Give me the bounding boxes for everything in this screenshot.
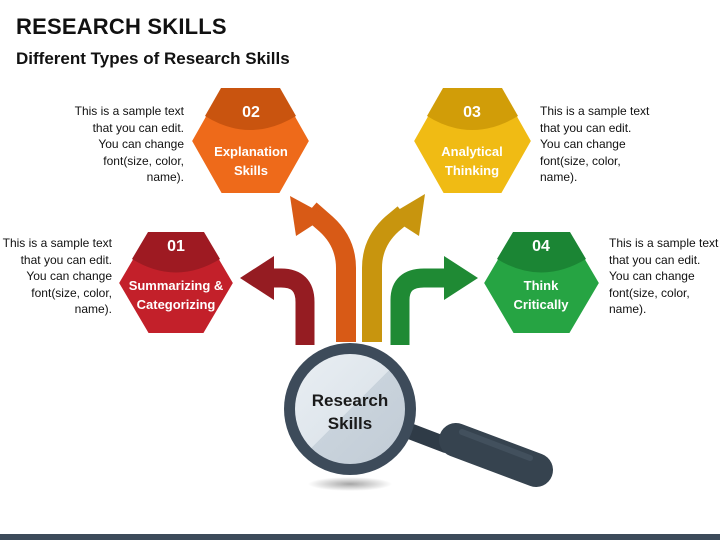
hexagon-03 xyxy=(411,87,534,195)
skill-02-label-line1: Explanation xyxy=(214,144,288,159)
skill-04-label-line2: Critically xyxy=(514,297,570,312)
skill-04-description: This is a sample text that you can edit.… xyxy=(609,236,719,316)
skill-03-number: 03 xyxy=(463,104,481,121)
skill-01-description: This is a sample text that you can edit.… xyxy=(2,236,112,316)
green-arrow xyxy=(390,256,478,345)
page-subtitle: Different Types of Research Skills xyxy=(16,49,290,68)
hexagon-02 xyxy=(189,87,312,195)
skill-04-label-line1: Think xyxy=(524,278,559,293)
center-label-line1: Research xyxy=(312,391,389,410)
skill-01-label-line1: Summarizing & xyxy=(129,278,224,293)
yellow-arrow xyxy=(362,194,425,342)
skill-01-number: 01 xyxy=(167,238,185,255)
page-title: RESEARCH SKILLS xyxy=(16,14,227,39)
hexagon-04 xyxy=(481,231,602,335)
orange-arrow xyxy=(290,196,356,342)
red-arrow xyxy=(240,256,315,345)
footer-bar xyxy=(0,534,720,540)
skill-02-number: 02 xyxy=(242,104,260,121)
hexagon-01 xyxy=(116,231,236,335)
skill-04-number: 04 xyxy=(532,238,550,255)
skill-03-description: This is a sample text that you can edit.… xyxy=(540,104,650,184)
skill-03-label-line2: Thinking xyxy=(445,163,499,178)
magnifier-shadow xyxy=(308,477,392,491)
skill-01-label-line2: Categorizing xyxy=(137,297,216,312)
skill-02-label-line2: Skills xyxy=(234,163,268,178)
magnifier-lens xyxy=(284,343,416,475)
skill-03-label-line1: Analytical xyxy=(441,144,502,159)
center-label-line2: Skills xyxy=(328,414,372,433)
magnifier-handle xyxy=(404,423,553,487)
skill-02-description: This is a sample text that you can edit.… xyxy=(74,104,184,184)
